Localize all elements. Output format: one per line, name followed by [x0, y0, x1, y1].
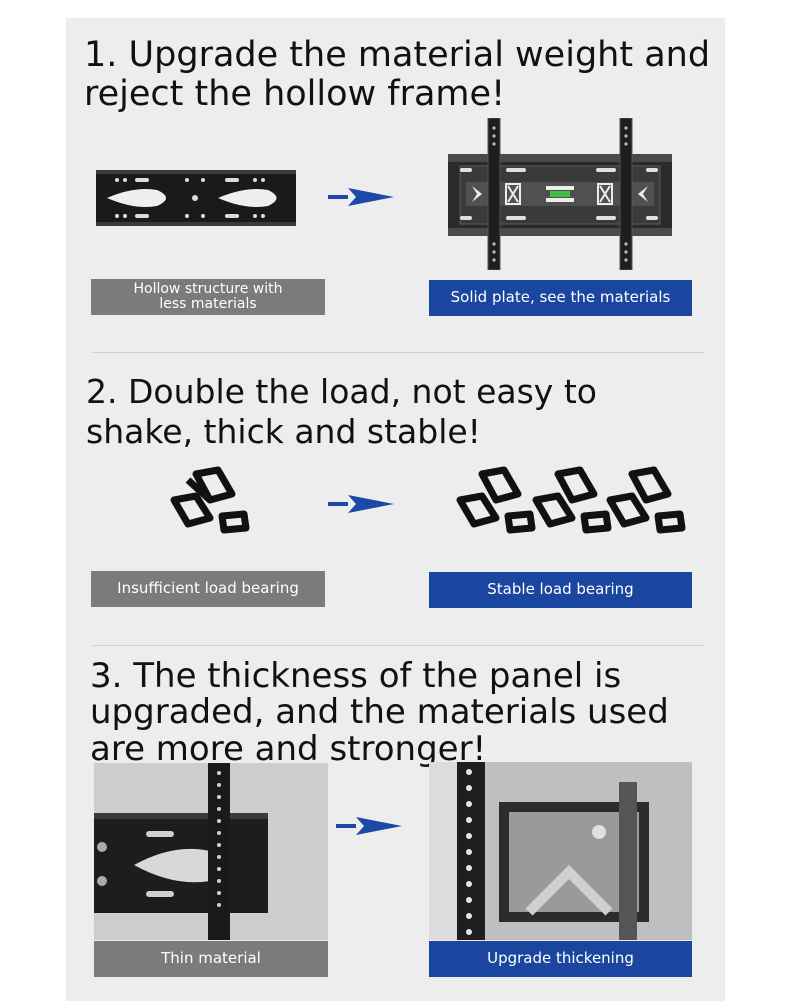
section-1-heading-line-1: 1. Upgrade the material weight and — [84, 35, 711, 75]
hollow-structure-label: Hollow structure with less materials — [91, 279, 325, 315]
section-1-heading: 1. Upgrade the material weight and rejec… — [84, 35, 711, 115]
upgrade-thickening-label: Upgrade thickening — [429, 941, 692, 977]
arrow-right-icon — [328, 495, 394, 513]
section-divider — [92, 352, 704, 353]
section-3-heading: 3. The thickness of the panel is upgrade… — [90, 658, 669, 767]
arrow-right-icon — [336, 817, 402, 835]
solid-plate-label: Solid plate, see the materials — [429, 280, 692, 316]
section-divider — [92, 645, 704, 646]
hollow-structure-label-line-2: less materials — [159, 296, 257, 312]
section-3-heading-line-3: are more and stronger! — [90, 728, 487, 769]
solid-plate-bracket-image — [448, 118, 672, 270]
section-3-heading-line-1: 3. The thickness of the panel is — [90, 656, 622, 696]
stable-load-label: Stable load bearing — [429, 572, 692, 608]
section-2-heading: 2. Double the load, not easy to shake, t… — [86, 372, 597, 451]
weight-stack-icon-triple — [456, 466, 686, 534]
section-1-heading-line-2: reject the hollow frame! — [84, 74, 506, 115]
section-3-heading-line-2: upgraded, and the materials used — [90, 692, 669, 733]
weight-stack-icon-single — [170, 466, 250, 534]
section-2-heading-line-1: 2. Double the load, not easy to — [86, 372, 597, 411]
hollow-frame-bracket-image — [96, 170, 296, 226]
bracket-photo-thin — [94, 763, 328, 940]
insufficient-load-label: Insufficient load bearing — [91, 571, 325, 607]
hollow-structure-label-line-1: Hollow structure with — [133, 281, 283, 298]
thin-material-label: Thin material — [94, 941, 328, 977]
bracket-photo-thick — [429, 762, 692, 940]
arrow-right-icon — [328, 188, 394, 206]
section-2-heading-line-2: shake, thick and stable! — [86, 411, 481, 451]
